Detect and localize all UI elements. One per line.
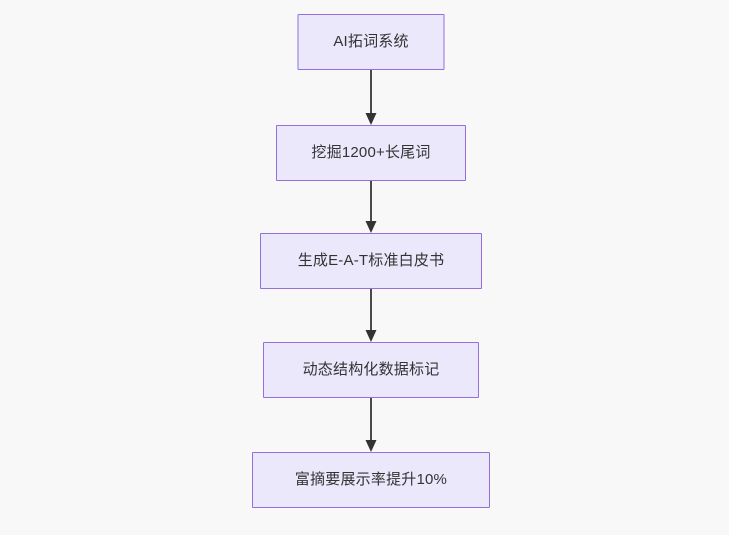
flowchart-node-2[interactable]: 挖掘1200+长尾词 xyxy=(276,125,466,181)
node-2-label: 挖掘1200+长尾词 xyxy=(311,144,431,161)
edge-node2-to-node3 xyxy=(365,181,377,233)
edge-node1-to-node2 xyxy=(365,70,377,125)
flowchart-node-3[interactable]: 生成E-A-T标准白皮书 xyxy=(260,233,482,289)
node-3-label: 生成E-A-T标准白皮书 xyxy=(297,252,445,269)
edge-node3-to-node4 xyxy=(365,289,377,342)
edge-node4-to-node5 xyxy=(365,398,377,452)
node-5-label: 富摘要展示率提升10% xyxy=(294,471,448,488)
flowchart-node-5[interactable]: 富摘要展示率提升10% xyxy=(252,452,490,508)
node-1-label: AI拓词系统 xyxy=(333,33,409,50)
flowchart-node-4[interactable]: 动态结构化数据标记 xyxy=(263,342,479,398)
flowchart-node-1[interactable]: AI拓词系统 xyxy=(297,14,445,70)
node-4-label: 动态结构化数据标记 xyxy=(302,361,440,378)
